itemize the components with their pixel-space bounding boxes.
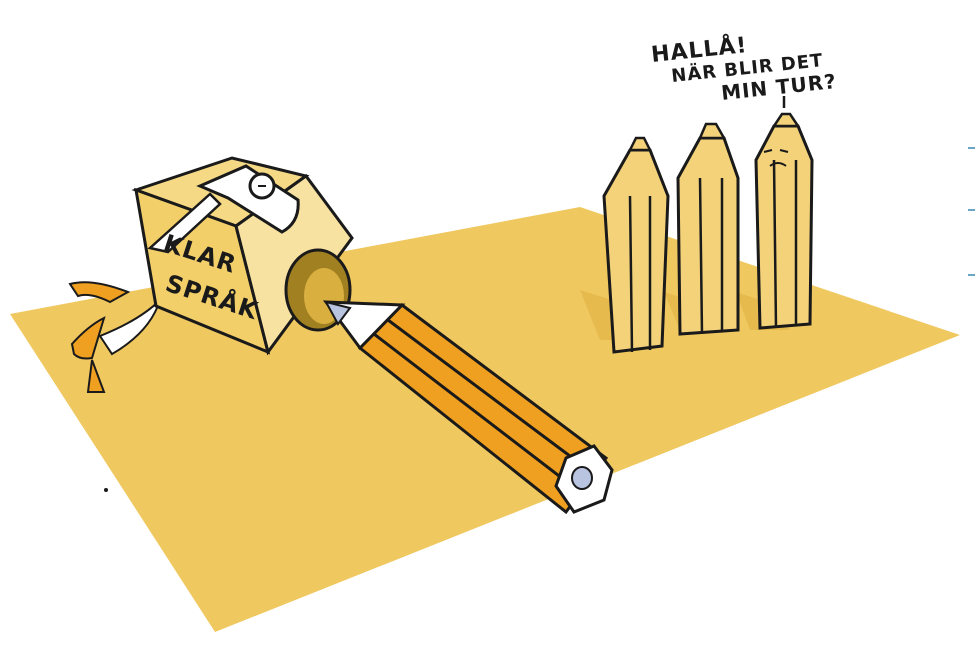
shaving-orange (70, 316, 106, 360)
waiting-pencil-2 (676, 122, 740, 336)
waiting-pencil-1 (602, 136, 670, 354)
pencil-facet-line (387, 318, 595, 476)
main-pencil-end-lead (571, 466, 593, 490)
shaving-orange (86, 359, 106, 393)
main-pencil-tip (324, 300, 352, 326)
pencil-face-mouth (769, 162, 787, 167)
pencil-face-brow (779, 149, 789, 153)
ink-dot (104, 488, 108, 492)
shaving-orange (68, 281, 131, 304)
sharpener-flap (147, 192, 222, 254)
waiting-pencil-3 (754, 112, 814, 330)
pencil-face-brow (763, 149, 773, 153)
pencil-facet-line (373, 332, 581, 494)
sharpener-blade (196, 164, 300, 234)
